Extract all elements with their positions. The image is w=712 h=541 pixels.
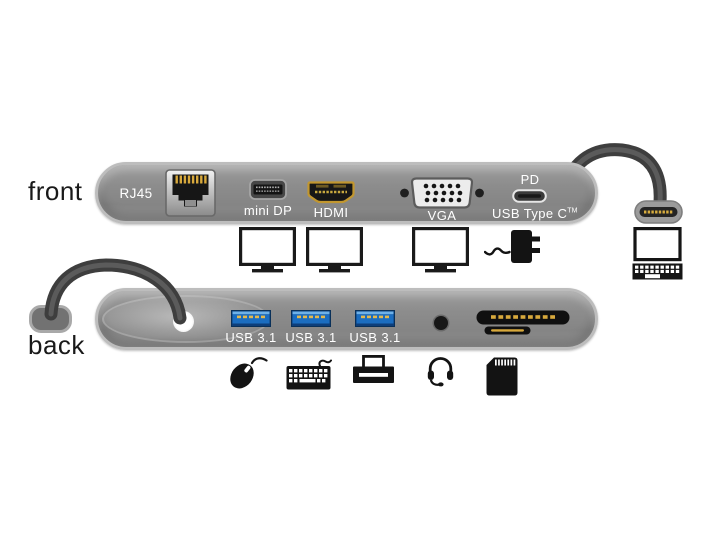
monitor-icon (239, 227, 296, 273)
usb-3-1-label: USB 3.1 (285, 330, 337, 345)
usb-type-c-label: USB Type CTM (492, 206, 578, 221)
memory-card-icon (486, 357, 518, 396)
mouse-icon (230, 357, 268, 389)
trademark-symbol: TM (567, 207, 578, 215)
notebook-icon (632, 227, 683, 280)
dock-front-panel: RJ45 mini DP (95, 162, 598, 224)
usb-3-1-port (231, 310, 271, 327)
hdmi-label: HDMI (313, 205, 349, 220)
printer-icon (353, 355, 394, 383)
headset-icon (427, 357, 454, 387)
usb-3-1-label: USB 3.1 (349, 330, 401, 345)
back-view-label: back (28, 330, 85, 360)
hdmi-port (307, 181, 355, 204)
power-adapter-icon (484, 230, 540, 263)
cable-exit-hole (173, 311, 194, 332)
micro-sd-slot (484, 326, 531, 335)
usb-c-plug (634, 200, 683, 224)
monitor-icon (412, 227, 469, 273)
usb-3-1-port (355, 310, 395, 327)
usb-c-cable-end (29, 305, 72, 333)
front-view-label: front (28, 176, 83, 206)
usb-type-c-port (512, 189, 547, 203)
rj45-label: RJ45 (119, 186, 153, 201)
mini-dp-label: mini DP (243, 203, 293, 218)
vga-label: VGA (427, 208, 457, 223)
sd-card-slot (476, 310, 570, 325)
dock-back-panel: USB 3.1 USB 3.1 USB 3.1 (95, 288, 598, 350)
mini-dp-port (249, 179, 287, 200)
usb-3-1-port (291, 310, 331, 327)
keyboard-icon (286, 359, 332, 390)
audio-jack-port (434, 316, 448, 330)
rj45-port (165, 169, 216, 217)
vga-port (400, 177, 484, 209)
pd-label: PD (520, 172, 540, 187)
monitor-icon (306, 227, 363, 273)
usb-3-1-label: USB 3.1 (225, 330, 277, 345)
